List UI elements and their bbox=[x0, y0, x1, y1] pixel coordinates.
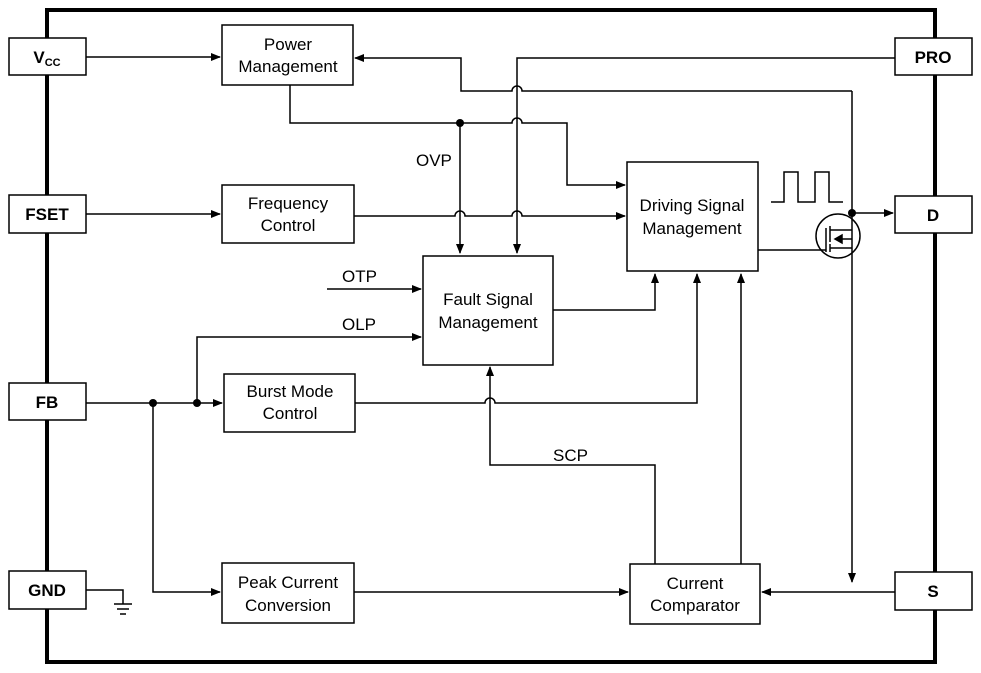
svg-text:FB: FB bbox=[36, 393, 59, 412]
svg-text:Conversion: Conversion bbox=[245, 596, 331, 615]
svg-text:Current: Current bbox=[667, 574, 724, 593]
svg-text:Control: Control bbox=[261, 216, 316, 235]
svg-text:FSET: FSET bbox=[25, 205, 69, 224]
svg-text:Driving Signal: Driving Signal bbox=[640, 196, 745, 215]
svg-text:GND: GND bbox=[28, 581, 66, 600]
pin-d: D bbox=[894, 195, 973, 234]
pin-s: S bbox=[894, 571, 973, 611]
svg-text:Burst Mode: Burst Mode bbox=[247, 382, 334, 401]
label-otp: OTP bbox=[342, 267, 377, 286]
pin-gnd: GND bbox=[8, 570, 87, 610]
svg-text:Comparator: Comparator bbox=[650, 596, 740, 615]
pin-fset: FSET bbox=[8, 194, 87, 234]
svg-text:PRO: PRO bbox=[915, 48, 952, 67]
svg-text:VCC: VCC bbox=[33, 48, 60, 69]
mosfet-icon bbox=[815, 213, 861, 259]
pin-pro: PRO bbox=[894, 37, 973, 76]
svg-text:Control: Control bbox=[263, 404, 318, 423]
label-olp: OLP bbox=[342, 315, 376, 334]
svg-text:D: D bbox=[927, 206, 939, 225]
ic-outline bbox=[45, 8, 937, 664]
svg-text:Power: Power bbox=[264, 35, 313, 54]
svg-text:Management: Management bbox=[642, 219, 742, 238]
wires bbox=[86, 53, 895, 615]
pin-vcc: VCC bbox=[8, 37, 87, 76]
svg-text:Management: Management bbox=[238, 57, 338, 76]
pin-fb: FB bbox=[8, 382, 87, 421]
svg-text:Fault Signal: Fault Signal bbox=[443, 290, 533, 309]
svg-text:S: S bbox=[927, 582, 938, 601]
svg-text:Peak Current: Peak Current bbox=[238, 573, 338, 592]
label-ovp: OVP bbox=[416, 151, 452, 170]
junction-dots bbox=[149, 119, 856, 407]
label-scp: SCP bbox=[553, 446, 588, 465]
svg-text:Management: Management bbox=[438, 313, 538, 332]
svg-text:Frequency: Frequency bbox=[248, 194, 329, 213]
